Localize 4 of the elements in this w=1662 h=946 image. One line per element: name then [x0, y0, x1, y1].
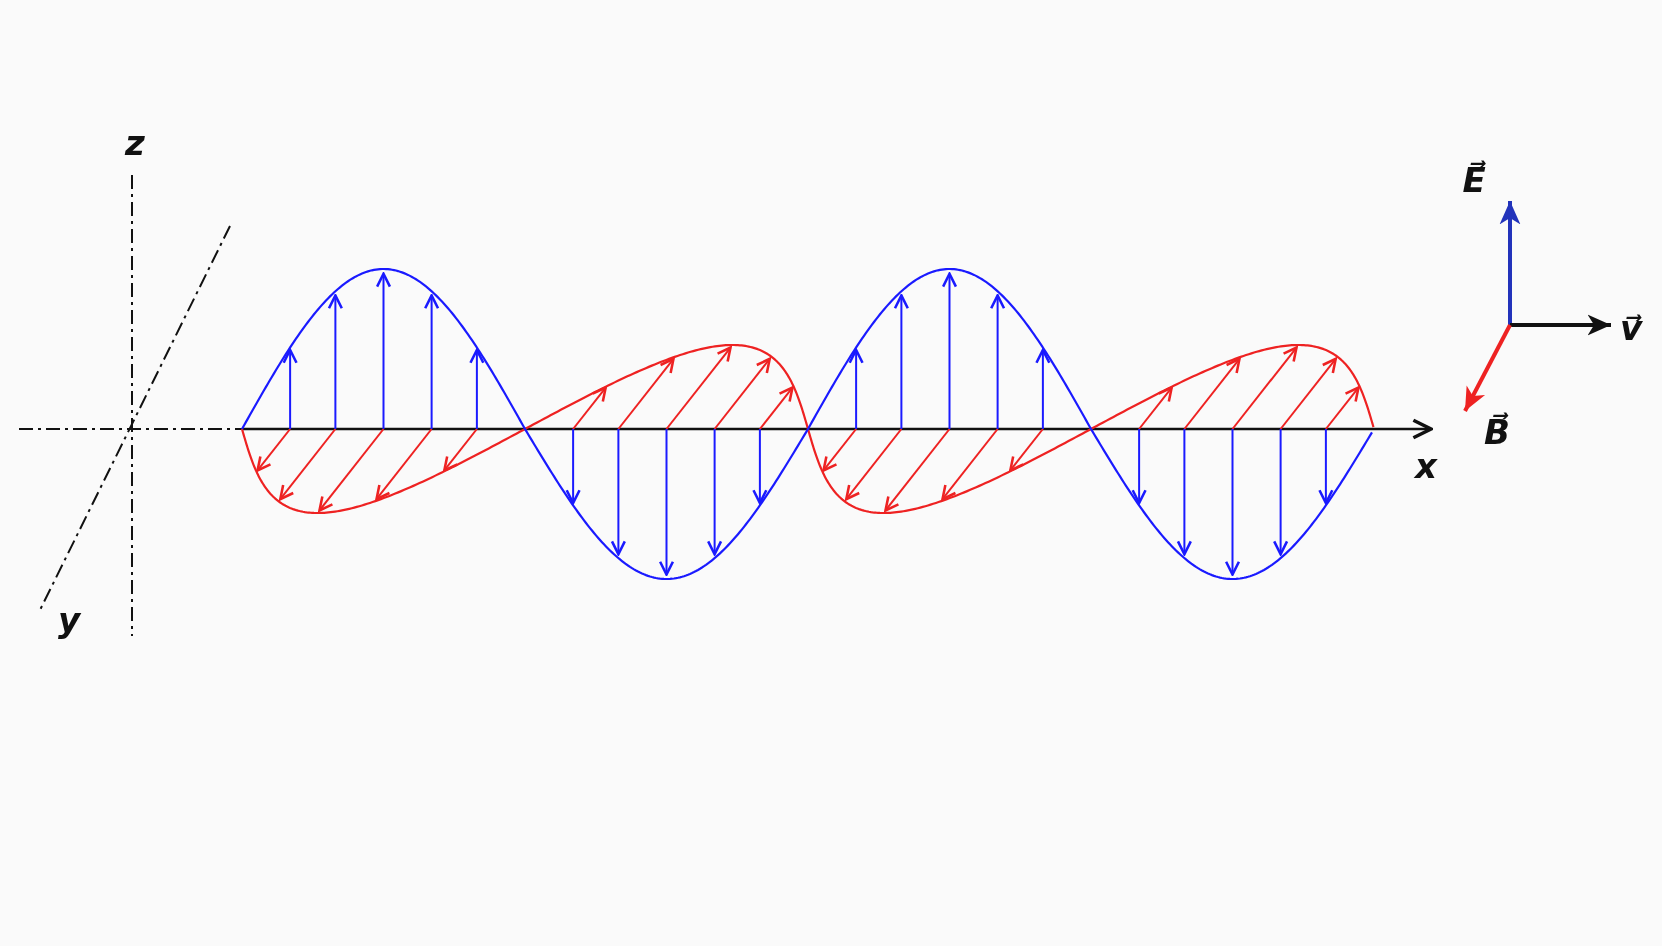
axis-label: x: [1415, 449, 1437, 483]
axis-label: z: [125, 126, 145, 160]
axis-label: y: [57, 603, 81, 637]
vector-label: v⃗: [1619, 311, 1643, 345]
